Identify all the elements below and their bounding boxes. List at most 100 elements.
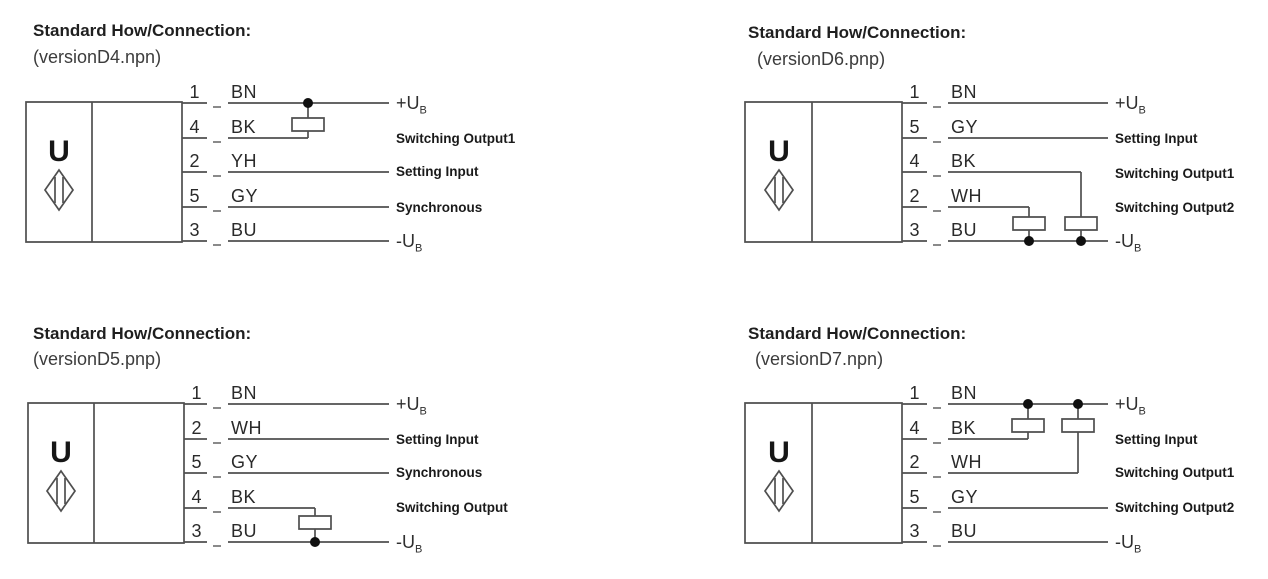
- wire-color-code: GY: [951, 117, 979, 137]
- supply-label: +UB: [396, 394, 427, 418]
- junction-dot: [310, 537, 320, 547]
- load-resistor: [1013, 217, 1045, 230]
- wire-color-code: WH: [951, 452, 982, 472]
- pin-number: 1: [189, 82, 200, 102]
- pin-number: 2: [191, 418, 202, 438]
- load-resistor: [1012, 419, 1044, 432]
- pin-number: 3: [909, 220, 920, 240]
- wiring-lines-svg: [634, 0, 1268, 246]
- load-resistor: [292, 118, 324, 131]
- wiring-diagram-d7-npn: Standard How/Connection: (versionD7.npn): [634, 301, 1268, 579]
- pin-number: 4: [191, 487, 202, 507]
- signal-label: Setting Input: [396, 432, 479, 447]
- supply-label: +UB: [396, 93, 427, 117]
- signal-label: Setting Input: [396, 164, 479, 179]
- diagram-title: Standard How/Connection:: [748, 23, 967, 42]
- wire-color-code: BK: [951, 151, 977, 171]
- diagram-version: (versionD4.npn): [33, 47, 162, 67]
- pin-number: 1: [909, 82, 920, 102]
- wire-color-code: WH: [951, 186, 982, 206]
- signal-label: Setting Input: [1115, 432, 1198, 447]
- junction-dot: [1023, 399, 1033, 409]
- pin-number: 2: [909, 186, 920, 206]
- pin-number: 4: [909, 418, 920, 438]
- wiring-lines-svg: [0, 301, 634, 547]
- sensor-unit-label: U: [50, 436, 72, 469]
- wire-color-code: BU: [231, 521, 258, 541]
- junction-dot: [1024, 236, 1034, 246]
- pin-number: 5: [191, 452, 202, 472]
- pin-number: 3: [909, 521, 920, 541]
- sensor-unit-label: U: [768, 436, 790, 469]
- diagram-version: (versionD7.npn): [755, 349, 884, 369]
- wire-color-code: BU: [231, 220, 258, 240]
- wire-color-code: BN: [951, 82, 978, 102]
- wire-color-code: GY: [951, 487, 979, 507]
- sensor-symbol-icon: [47, 471, 75, 511]
- wire-color-code: BN: [231, 82, 258, 102]
- signal-label: Switching Output: [396, 500, 508, 515]
- supply-label: -UB: [1115, 231, 1142, 255]
- pin-number: 3: [189, 220, 200, 240]
- signal-label: Switching Output1: [1115, 465, 1235, 480]
- pin-number: 5: [189, 186, 200, 206]
- supply-label: -UB: [1115, 532, 1142, 556]
- wire-color-code: BN: [231, 383, 258, 403]
- supply-label: -UB: [396, 231, 423, 255]
- wire-color-code: BU: [951, 521, 978, 541]
- pin-number: 3: [191, 521, 202, 541]
- junction-dot: [1073, 399, 1083, 409]
- diagram-title: Standard How/Connection:: [33, 324, 252, 343]
- wiring-diagram-d4-npn: Standard How/Connection: (versionD4.npn)…: [0, 0, 634, 278]
- sensor-symbol-icon: [45, 170, 73, 210]
- sensor-unit-label: U: [48, 135, 70, 168]
- pin-number: 1: [191, 383, 202, 403]
- signal-label: Setting Input: [1115, 131, 1198, 146]
- sensor-box: [26, 102, 182, 242]
- supply-label: +UB: [1115, 394, 1146, 418]
- load-resistor: [1062, 419, 1094, 432]
- wiring-diagram-d6-pnp: Standard How/Connection: (versionD6.pnp): [634, 0, 1268, 278]
- wire-color-code: WH: [231, 418, 262, 438]
- load-resistor: [299, 516, 331, 529]
- sensor-symbol-icon: [765, 170, 793, 210]
- signal-label: Switching Output1: [1115, 166, 1235, 181]
- wiring-diagram-d5-pnp: Standard How/Connection: (versionD5.pnp)…: [0, 301, 634, 579]
- wire-color-code: BK: [231, 117, 257, 137]
- signal-label: Synchronous: [396, 200, 483, 215]
- wire-color-code: BU: [951, 220, 978, 240]
- wire-color-code: BK: [231, 487, 257, 507]
- diagram-title: Standard How/Connection:: [748, 324, 967, 343]
- diagram-version: (versionD5.pnp): [33, 349, 162, 369]
- pin-number: 5: [909, 487, 920, 507]
- diagram-title: Standard How/Connection:: [33, 21, 252, 40]
- signal-label: Switching Output2: [1115, 500, 1235, 515]
- wiring-lines-svg: [634, 399, 1268, 579]
- diagram-version: (versionD6.pnp): [757, 49, 886, 69]
- pin-number: 5: [909, 117, 920, 137]
- wiring-lines-svg: [0, 98, 634, 278]
- junction-dot: [303, 98, 313, 108]
- wire-color-code: GY: [231, 186, 259, 206]
- sensor-box: [745, 403, 902, 543]
- supply-label: -UB: [396, 532, 423, 556]
- supply-label: +UB: [1115, 93, 1146, 117]
- pin-number: 2: [909, 452, 920, 472]
- sensor-symbol-icon: [765, 471, 793, 511]
- pin-number: 4: [189, 117, 200, 137]
- wire-color-code: BK: [951, 418, 977, 438]
- wire-color-code: GY: [231, 452, 259, 472]
- junction-dot: [1076, 236, 1086, 246]
- pin-number: 4: [909, 151, 920, 171]
- pin-number: 2: [189, 151, 200, 171]
- sensor-box: [745, 102, 902, 242]
- sensor-unit-label: U: [768, 135, 790, 168]
- sensor-box: [28, 403, 184, 543]
- load-resistor: [1065, 217, 1097, 230]
- pin-number: 1: [909, 383, 920, 403]
- signal-label: Switching Output2: [1115, 200, 1235, 215]
- wire-color-code: YH: [231, 151, 258, 171]
- signal-label: Switching Output1: [396, 131, 516, 146]
- signal-label: Synchronous: [396, 465, 483, 480]
